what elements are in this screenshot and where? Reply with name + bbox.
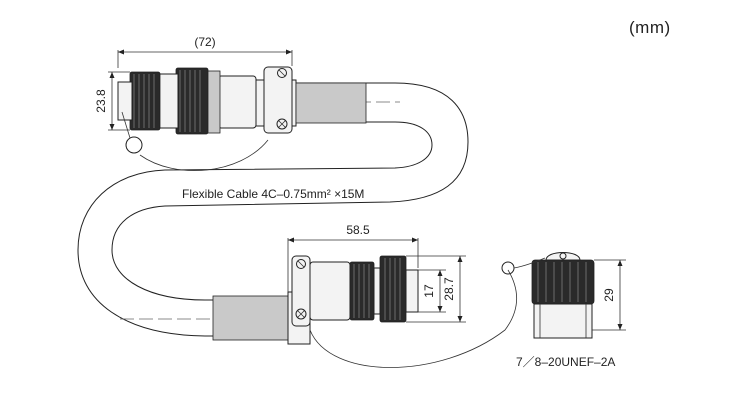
- dim-left-length: (72): [194, 35, 215, 49]
- unit-label: (mm): [629, 18, 671, 37]
- dim-cap-diameter: 29: [602, 288, 616, 302]
- right-connector: [212, 255, 518, 368]
- dim-right-outer-diameter: 28.7: [442, 277, 456, 301]
- dim-right-length: 58.5: [346, 223, 370, 237]
- thread-spec-label: 7／8–20UNEF–2A: [516, 355, 615, 369]
- cable-spec-label: Flexible Cable 4C–0.75mm² ×15M: [182, 187, 364, 201]
- left-connector: [117, 66, 367, 171]
- dimension-lines: [108, 49, 626, 331]
- dim-left-diameter: 23.8: [94, 89, 108, 113]
- dim-right-inner-diameter: 17: [422, 284, 436, 298]
- dust-cap: [501, 252, 595, 339]
